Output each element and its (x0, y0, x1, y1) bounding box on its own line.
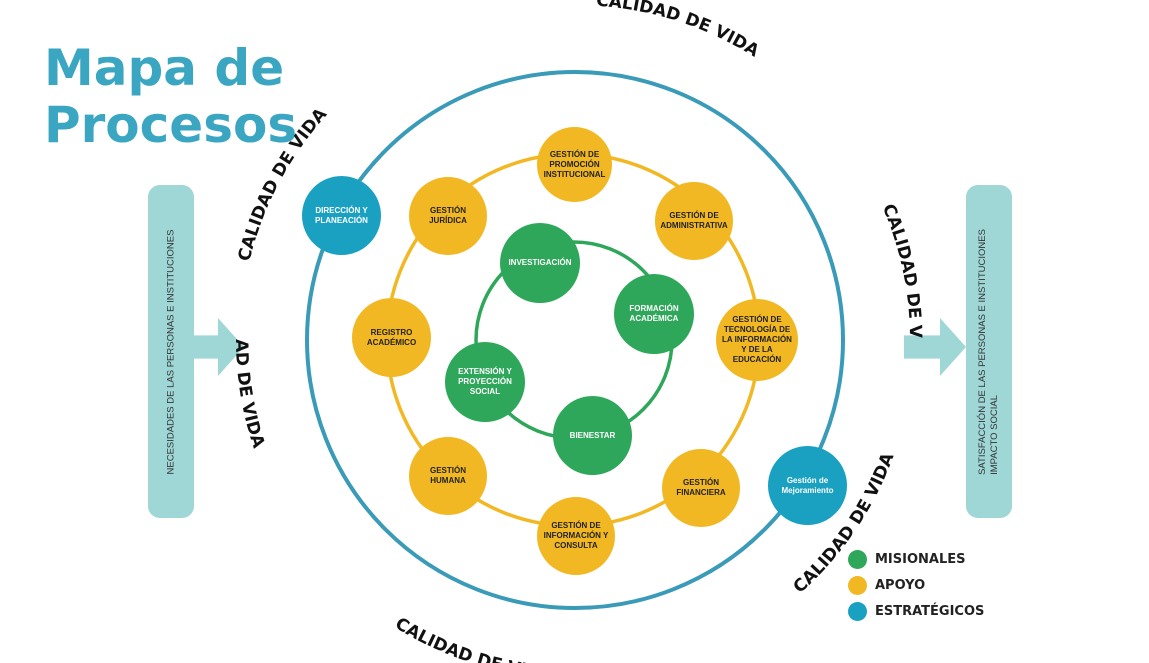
node-promocion-institucional: GESTIÓN DE PROMOCIÓN INSTITUCIONAL (537, 127, 612, 202)
legend: MISIONALES APOYO ESTRATÉGICOS (848, 546, 984, 624)
node-juridica: GESTIÓN JURÍDICA (409, 177, 487, 255)
legend-item-apoyo: APOYO (848, 572, 984, 598)
ring-label-bottom-left: CALIDAD DE VIDA (392, 614, 555, 663)
legend-dot-icon (848, 601, 867, 621)
node-direccion-planeacion: DIRECCIÓN Y PLANEACIÓN (302, 176, 381, 255)
title-line-2: Procesos (44, 96, 298, 154)
legend-dot-icon (848, 575, 867, 595)
ring-label-left: CALIDAD DE VIDA (0, 0, 268, 451)
legend-item-estrategicos: ESTRATÉGICOS (848, 598, 984, 624)
node-extension-proyeccion: EXTENSIÓN Y PROYECCIÓN SOCIAL (445, 342, 525, 422)
node-investigacion: INVESTIGACIÓN (500, 223, 580, 303)
title-line-1: Mapa de (44, 39, 285, 97)
legend-item-misionales: MISIONALES (848, 546, 984, 572)
node-bienestar: BIENESTAR (553, 396, 632, 475)
node-administrativa: GESTIÓN DE ADMINISTRATIVA (655, 182, 733, 260)
node-gestion-mejoramiento: Gestión de Mejoramiento (768, 446, 847, 525)
outputs-bar: SATISFACCIÓN DE LAS PERSONAS E INSTITUCI… (966, 185, 1012, 518)
node-registro-academico: REGISTRO ACADÉMICO (352, 298, 431, 377)
outer-ring (305, 70, 845, 610)
legend-dot-icon (848, 549, 867, 569)
node-tecnologia-informacion: GESTIÓN DE TECNOLOGÍA DE LA INFORMACIÓN … (716, 299, 798, 381)
node-financiera: GESTIÓN FINANCIERA (662, 449, 740, 527)
page-title: Mapa de Procesos (44, 40, 297, 154)
ring-label-top-right: CALIDAD DE VIDA (595, 0, 763, 62)
node-informacion-consulta: GESTIÓN DE INFORMACIÓN Y CONSULTA (537, 497, 615, 575)
ring-label-right: CALIDAD DE VIDA (0, 0, 925, 339)
node-humana: GESTIÓN HUMANA (409, 437, 487, 515)
node-formacion-academica: FORMACIÓN ACADÉMICA (614, 274, 694, 354)
